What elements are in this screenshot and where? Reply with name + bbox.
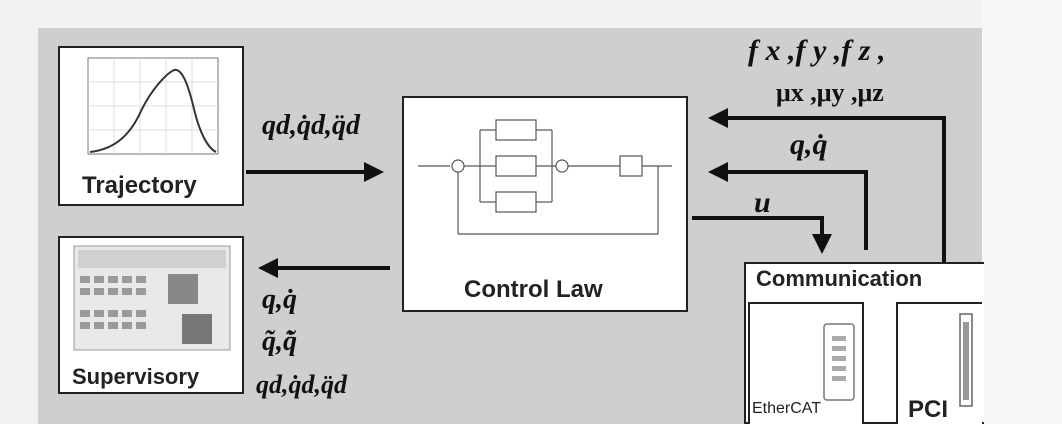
control-law-block: Control Law — [402, 96, 688, 312]
desired-trajectory-signal: qd,q̇d,q̈d — [262, 110, 360, 141]
ethercat-board-icon — [823, 323, 855, 401]
force-feedback-arrow — [708, 108, 946, 262]
command-signal: u — [754, 186, 771, 219]
force-signal: f x ,f y ,f z , — [748, 34, 886, 67]
command-output-arrow — [692, 216, 832, 254]
state-feedback-arrow — [708, 162, 868, 250]
state-feedback-signal: q,q̇ — [790, 128, 828, 161]
page-margin — [982, 0, 1062, 424]
communication-label: Communication — [756, 266, 923, 291]
trajectory-label: Trajectory — [82, 172, 197, 199]
pci-label: PCI — [908, 396, 949, 423]
pid-block-diagram-icon — [418, 119, 672, 235]
supervisory-signal-2: q̃,q̃̇ — [262, 326, 297, 357]
supervisory-signal-3: qd,q̇d,q̈d — [256, 370, 347, 399]
trajectory-block: Trajectory — [58, 46, 244, 206]
moment-signal: μx ,μy ,μz — [776, 78, 884, 107]
control-law-label: Control Law — [464, 276, 603, 303]
pci-card: PCI — [896, 302, 982, 424]
ethercat-label: EtherCAT — [752, 400, 822, 417]
supervisory-label: Supervisory — [72, 364, 200, 389]
supervisory-signal-1: q,q̇ — [262, 284, 297, 315]
pci-board-icon — [959, 313, 973, 407]
ethercat-card: EtherCAT — [748, 302, 864, 424]
supervisory-screenshot-icon — [73, 245, 231, 351]
supervisory-block: Supervisory — [58, 236, 244, 394]
trajectory-plot-icon — [87, 57, 219, 155]
